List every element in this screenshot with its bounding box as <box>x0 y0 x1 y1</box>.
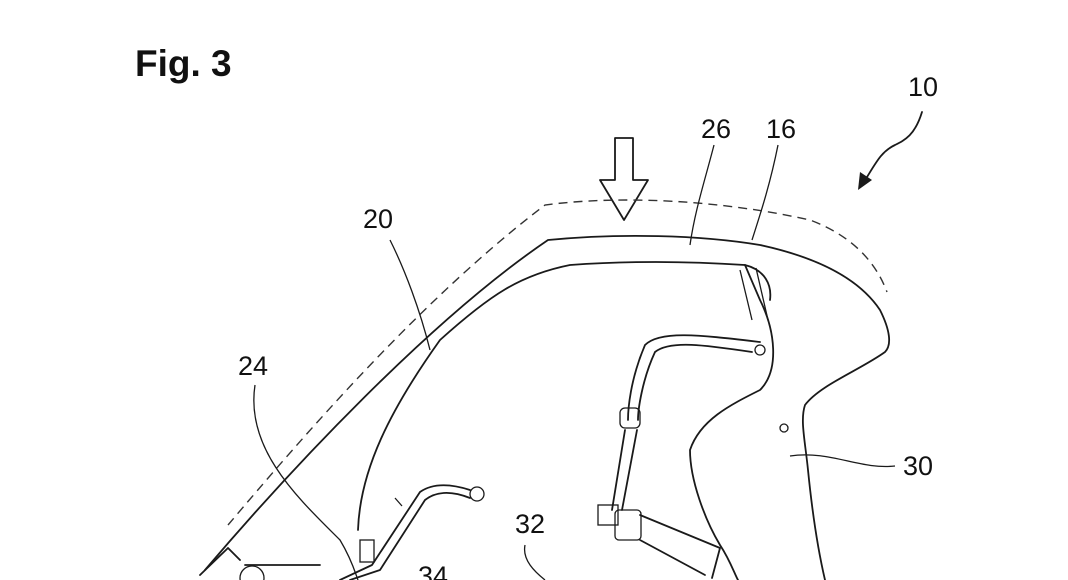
dashed-contour <box>227 199 888 526</box>
pillar-edge <box>739 267 769 321</box>
inner-contour <box>357 261 772 531</box>
ref-32: 32 <box>515 509 545 539</box>
curved-arrow-icon <box>858 111 923 190</box>
ref-26: 26 <box>701 114 731 144</box>
leader-30 <box>789 454 896 468</box>
leader-24 <box>253 384 359 580</box>
grab-rod <box>339 484 485 580</box>
ref-34: 34 <box>418 561 448 580</box>
leader-20 <box>389 239 431 351</box>
leader-16 <box>751 144 779 241</box>
lower-mount <box>199 547 321 580</box>
ref-16: 16 <box>766 114 796 144</box>
figure-title: Fig. 3 <box>135 43 232 84</box>
outer-contour <box>204 234 891 580</box>
seat-belt <box>597 334 766 579</box>
ref-20: 20 <box>363 204 393 234</box>
side-panel <box>689 264 775 580</box>
ref-24: 24 <box>238 351 268 381</box>
ref-30: 30 <box>903 451 933 481</box>
leader-26 <box>689 144 715 246</box>
fastener <box>779 423 789 433</box>
ref-10: 10 <box>908 72 938 102</box>
hollow-down-arrow-icon <box>599 137 649 221</box>
leader-32 <box>523 544 546 580</box>
